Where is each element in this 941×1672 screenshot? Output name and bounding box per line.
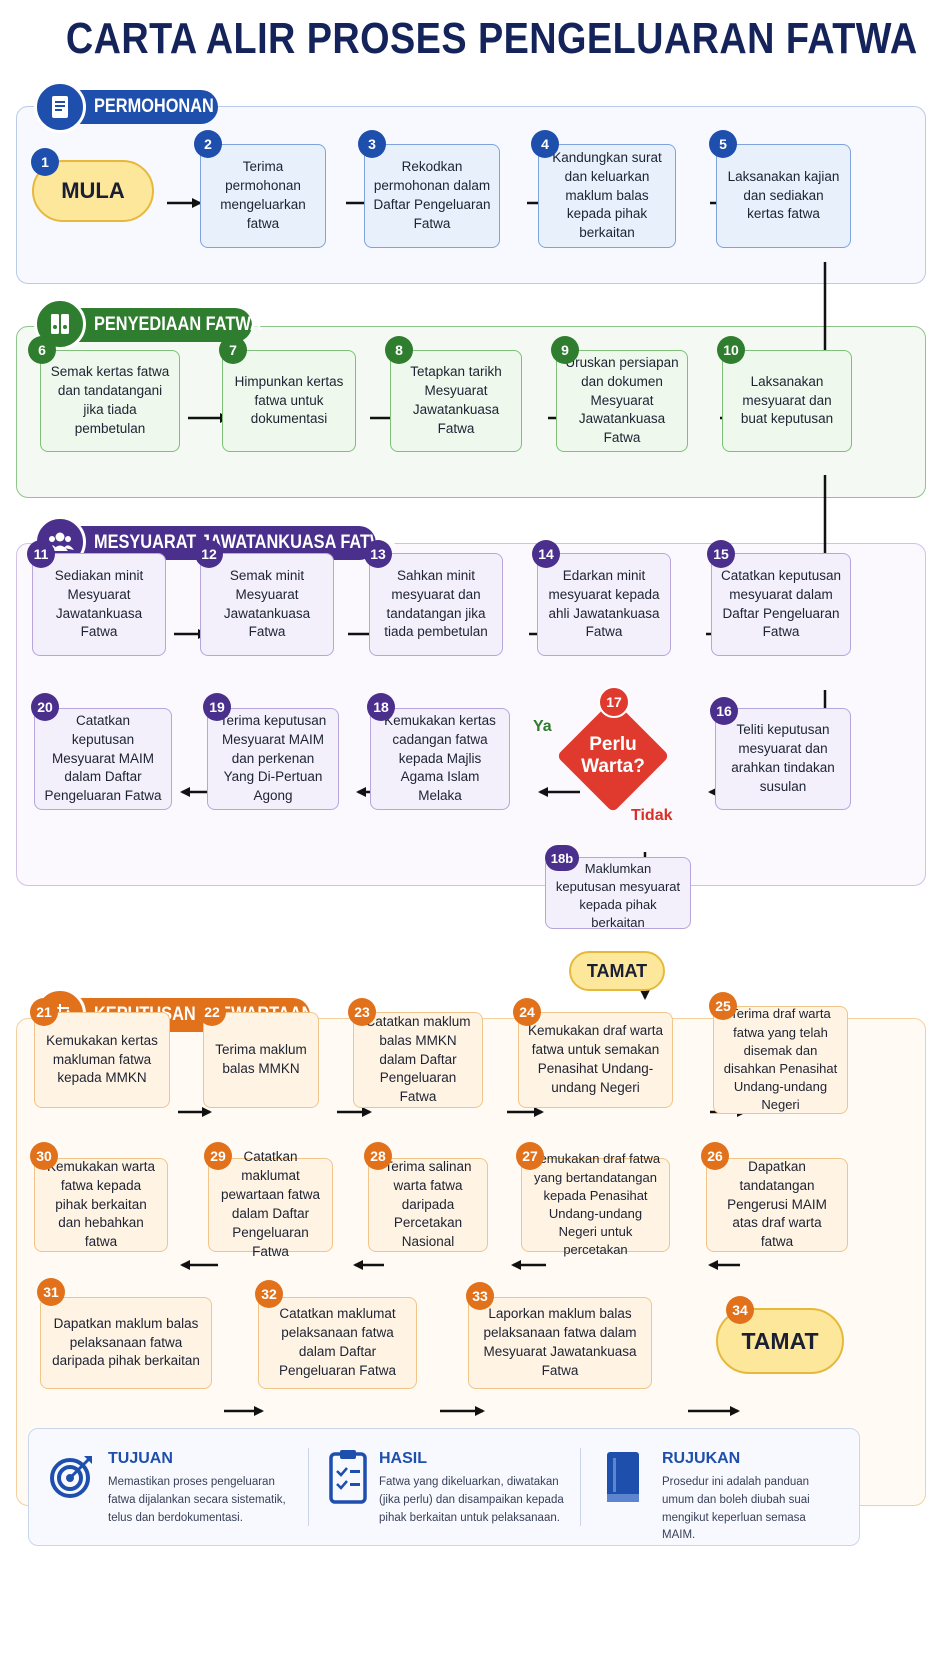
- step-number-badge: 13: [364, 540, 392, 568]
- document-icon: [34, 81, 86, 133]
- step-23-box: Catatkan maklum balas MMKN dalam Daftar …: [353, 1012, 483, 1108]
- step-16-box: Teliti keputusan mesyuarat dan arahkan t…: [715, 708, 851, 810]
- step-6-box: Semak kertas fatwa dan tandatangani jika…: [40, 350, 180, 452]
- step-number-badge: 28: [364, 1142, 392, 1170]
- step-number-badge: 8: [385, 336, 413, 364]
- step-number-badge: 30: [30, 1142, 58, 1170]
- step-7-box: Himpunkan kertas fatwa untuk dokumentasi: [222, 350, 356, 452]
- step-33-box: Laporkan maklum balas pelaksanaan fatwa …: [468, 1297, 652, 1389]
- step-number-badge: 17: [598, 686, 630, 718]
- step-3-box: Rekodkan permohonan dalam Daftar Pengelu…: [364, 144, 500, 248]
- step-32-box: Catatkan maklumat pelaksanaan fatwa dala…: [258, 1297, 417, 1389]
- step-number-badge: 4: [531, 130, 559, 158]
- step-14-box: Edarkan minit mesyuarat kepada ahli Jawa…: [537, 553, 671, 656]
- divider: [580, 1448, 581, 1526]
- step-11-box: Sediakan minit Mesyuarat Jawatankuasa Fa…: [32, 553, 166, 656]
- step-25-box: Terima draf warta fatwa yang telah disem…: [713, 1006, 848, 1114]
- info-tujuan-title: TUJUAN: [108, 1450, 173, 1467]
- step-18-box: Kemukakan kertas cadangan fatwa kepada M…: [370, 708, 510, 810]
- step-number-badge: 34: [726, 1296, 754, 1324]
- step-number-badge: 12: [195, 540, 223, 568]
- step-number-badge: 20: [31, 693, 59, 721]
- step-29-box: Catatkan maklumat pewartaan fatwa dalam …: [208, 1149, 333, 1259]
- step-number-badge: 3: [358, 130, 386, 158]
- step-number-badge: 25: [709, 992, 737, 1020]
- info-panel: [28, 1428, 860, 1546]
- step-number-badge: 27: [516, 1142, 544, 1170]
- info-rujukan-title: RUJUKAN: [662, 1450, 741, 1467]
- step-4-box: Kandungkan surat dan keluarkan maklum ba…: [538, 144, 676, 248]
- step-12-box: Semak minit Mesyuarat Jawatankuasa Fatwa: [200, 553, 334, 656]
- step-18b-box: Maklumkan keputusan mesyuarat kepada pih…: [545, 857, 691, 930]
- divider: [308, 1448, 309, 1526]
- step-number-badge: 32: [255, 1280, 283, 1308]
- page-title: CARTA ALIR PROSES PENGELUARAN FATWA: [65, 14, 918, 63]
- step-number-badge: 15: [707, 540, 735, 568]
- step-number-badge: 9: [551, 336, 579, 364]
- step-9-box: Uruskan persiapan dan dokumen Mesyuarat …: [556, 350, 688, 452]
- step-number-badge: 5: [709, 130, 737, 158]
- step-number-badge: 31: [37, 1278, 65, 1306]
- step-2-box: Terima permohonan mengeluarkan fatwa: [200, 144, 326, 248]
- step-27-box: Kemukakan draf fatwa yang bertandatangan…: [521, 1151, 670, 1257]
- step-number-badge: 19: [203, 693, 231, 721]
- step-5-box: Laksanakan kajian dan sediakan kertas fa…: [716, 144, 851, 248]
- step-24-box: Kemukakan draf warta fatwa untuk semakan…: [518, 1012, 673, 1108]
- step-19-box: Terima keputusan Mesyuarat MAIM dan perk…: [207, 708, 339, 810]
- end-terminal-mid: TAMAT: [569, 951, 665, 991]
- step-number-badge: 21: [30, 998, 58, 1026]
- step-number-badge: 6: [28, 336, 56, 364]
- end-terminal: TAMAT: [716, 1308, 844, 1374]
- step-number-badge: 16: [710, 697, 738, 725]
- step-21-box: Kemukakan kertas makluman fatwa kepada M…: [34, 1012, 170, 1108]
- step-number-badge: 14: [532, 540, 560, 568]
- clipboard-checklist-icon: [328, 1448, 368, 1506]
- step-31-box: Dapatkan maklum balas pelaksanaan fatwa …: [40, 1297, 212, 1389]
- step-number-badge: 10: [717, 336, 745, 364]
- branch-label-no: Tidak: [631, 807, 673, 824]
- branch-label-yes: Ya: [533, 718, 552, 735]
- step-15-box: Catatkan keputusan mesyuarat dalam Dafta…: [711, 553, 851, 656]
- step-number-badge: 18b: [545, 845, 579, 871]
- step-30-box: Kemukakan warta fatwa kepada pihak berka…: [34, 1158, 168, 1252]
- step-13-box: Sahkan minit mesyuarat dan tandatangan j…: [369, 553, 503, 656]
- step-number-badge: 29: [204, 1142, 232, 1170]
- book-icon: [603, 1450, 645, 1506]
- info-hasil-title: HASIL: [379, 1450, 427, 1467]
- step-number-badge: 23: [348, 998, 376, 1026]
- step-number-badge: 18: [367, 693, 395, 721]
- step-number-badge: 22: [198, 998, 226, 1026]
- step-22-box: Terima maklum balas MMKN: [203, 1012, 319, 1108]
- step-8-box: Tetapkan tarikh Mesyuarat Jawatankuasa F…: [390, 350, 522, 452]
- info-hasil-text: Fatwa yang dikeluarkan, diwatakan (jika …: [379, 1476, 564, 1524]
- step-20-box: Catatkan keputusan Mesyuarat MAIM dalam …: [34, 708, 172, 810]
- step-28-box: Terima salinan warta fatwa daripada Perc…: [368, 1158, 488, 1252]
- target-icon: [48, 1452, 96, 1500]
- step-number-badge: 7: [219, 336, 247, 364]
- step-number-badge: 11: [27, 540, 55, 568]
- step-number-badge: 26: [701, 1142, 729, 1170]
- step-10-box: Laksanakan mesyuarat dan buat keputusan: [722, 350, 852, 452]
- step-26-box: Dapatkan tandatangan Pengerusi MAIM atas…: [706, 1158, 848, 1252]
- step-number-badge: 2: [194, 130, 222, 158]
- info-rujukan-text: Prosedur ini adalah panduan umum dan bol…: [662, 1476, 810, 1542]
- step-number-badge: 33: [466, 1282, 494, 1310]
- step-number-badge: 24: [513, 998, 541, 1026]
- step-number-badge: 1: [31, 148, 59, 176]
- info-tujuan-text: Memastikan proses pengeluaran fatwa dija…: [108, 1476, 286, 1524]
